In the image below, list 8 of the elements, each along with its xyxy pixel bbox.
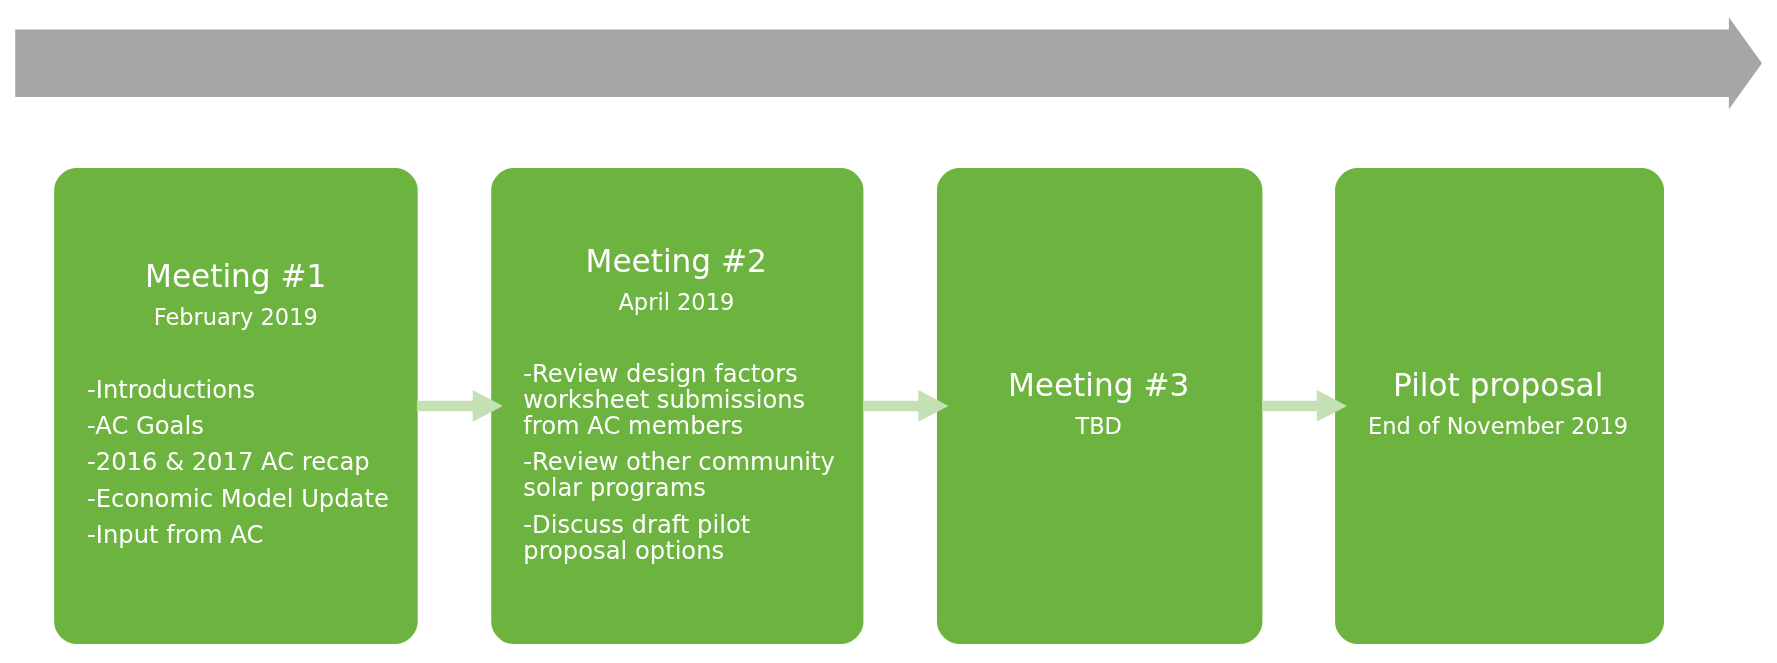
node-arrow [15,17,1762,110]
node-box: Meeting #3 TBD [936,167,1263,644]
node-box: Meeting #1 February 2019 -Introductions -AC Goals -2016 & 2017 AC recap -Economic Model Update -Input from AC [54,167,418,644]
node-box: Meeting #2 April 2019 -Review design factors worksheet submissions from AC members -Review other community solar programs -Discuss draft pilot proposal options [491,167,864,644]
arrow [1262,390,1348,422]
arrow [862,390,949,422]
node-box: Pilot proposal End of November 2019 [1335,167,1664,644]
arrow [416,390,503,422]
